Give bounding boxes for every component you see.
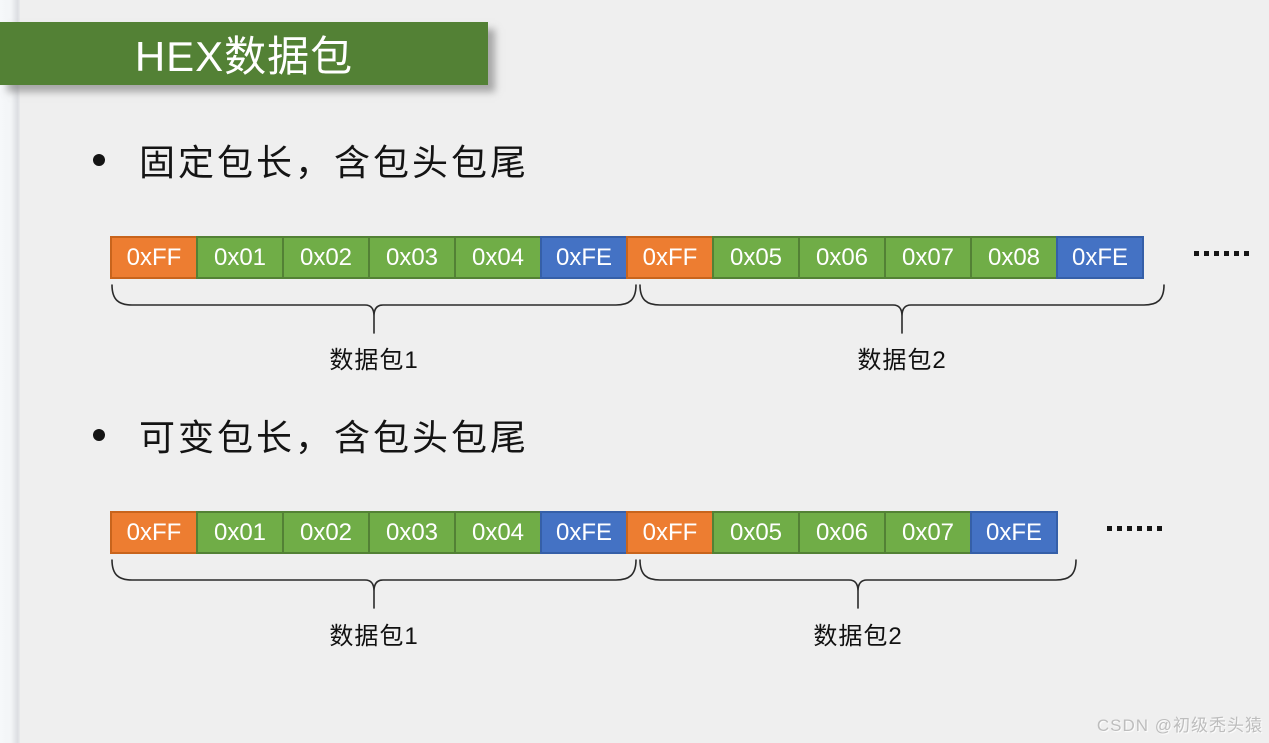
bullet-item-fixed: 固定包长，含包头包尾 — [93, 134, 529, 186]
byte-cell-data: 0x04 — [454, 236, 542, 279]
ellipsis — [1194, 251, 1249, 256]
packet-label: 数据包2 — [857, 347, 947, 374]
ellipsis-dot — [1107, 526, 1112, 531]
byte-cell-data: 0x06 — [798, 236, 886, 279]
packet-label: 数据包2 — [813, 623, 903, 650]
byte-cell-data: 0x05 — [712, 511, 800, 554]
packet-label: 数据包1 — [329, 623, 419, 650]
ellipsis-dot — [1244, 251, 1249, 256]
ellipsis-dot — [1127, 526, 1132, 531]
underbrace — [111, 559, 637, 609]
packet-label: 数据包1 — [329, 347, 419, 374]
byte-cell-data: 0x01 — [196, 511, 284, 554]
underbrace — [639, 559, 1077, 609]
bullet-text: 可变包长，含包头包尾 — [139, 417, 530, 458]
ellipsis-dot — [1147, 526, 1152, 531]
byte-cell-data: 0x07 — [884, 236, 972, 279]
byte-cell-data: 0x02 — [282, 511, 370, 554]
byte-cell-data: 0x02 — [282, 236, 370, 279]
ellipsis-dot — [1204, 251, 1209, 256]
ellipsis-dot — [1137, 526, 1142, 531]
page-title: HEX数据包 — [134, 33, 354, 80]
csdn-watermark: CSDN @初级秃头猿 — [1096, 716, 1263, 735]
bullet-icon — [93, 429, 105, 441]
byte-cell-data: 0x05 — [712, 236, 800, 279]
byte-cell-data: 0x04 — [454, 511, 542, 554]
byte-cell-head: 0xFF — [626, 236, 714, 279]
byte-cell-data: 0x03 — [368, 236, 456, 279]
byte-cell-tail: 0xFE — [970, 511, 1058, 554]
byte-cell-tail: 0xFE — [540, 236, 628, 279]
byte-cell-tail: 0xFE — [540, 511, 628, 554]
ellipsis-dot — [1117, 526, 1122, 531]
byte-cell-data: 0x07 — [884, 511, 972, 554]
byte-cell-tail: 0xFE — [1056, 236, 1144, 279]
ellipsis-dot — [1234, 251, 1239, 256]
ellipsis — [1107, 526, 1162, 531]
page-edge-strip — [0, 0, 20, 743]
byte-cell-data: 0x03 — [368, 511, 456, 554]
title-banner: HEX数据包 — [0, 22, 488, 85]
byte-cell-data: 0x01 — [196, 236, 284, 279]
byte-cell-head: 0xFF — [626, 511, 714, 554]
ellipsis-dot — [1194, 251, 1199, 256]
byte-cell-data: 0x08 — [970, 236, 1058, 279]
bullet-text: 固定包长，含包头包尾 — [139, 142, 530, 183]
bullet-item-variable: 可变包长，含包头包尾 — [93, 409, 529, 461]
byte-cell-data: 0x06 — [798, 511, 886, 554]
underbrace — [639, 284, 1165, 334]
ellipsis-dot — [1214, 251, 1219, 256]
byte-cell-head: 0xFF — [110, 511, 198, 554]
bullet-icon — [93, 154, 105, 166]
ellipsis-dot — [1224, 251, 1229, 256]
byte-cell-head: 0xFF — [110, 236, 198, 279]
ellipsis-dot — [1157, 526, 1162, 531]
underbrace — [111, 284, 637, 334]
